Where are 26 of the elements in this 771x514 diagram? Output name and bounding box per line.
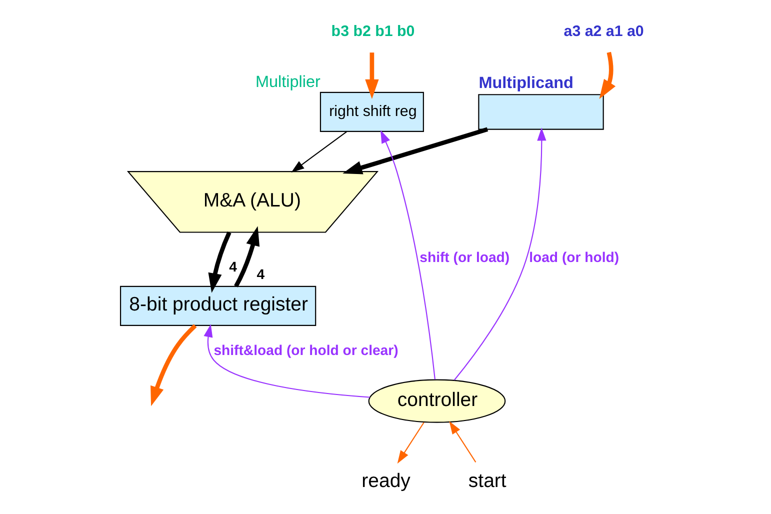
- arrow: [208, 231, 232, 292]
- edge-label: shift (or load): [420, 248, 510, 264]
- node-text: ready: [362, 469, 410, 492]
- edge-label: load (or hold): [529, 248, 620, 264]
- arrow: [365, 52, 379, 98]
- node-text: start: [468, 469, 506, 492]
- node-box: right shift reg: [320, 91, 424, 132]
- node-text: b3 b2 b1 b0: [331, 22, 415, 40]
- arrow: [599, 51, 616, 99]
- node-box: [478, 94, 604, 130]
- arrow: [397, 422, 424, 464]
- node-box: 8-bit product register: [120, 285, 316, 326]
- node-ellipse: controller: [368, 378, 506, 422]
- arrow: [234, 226, 260, 287]
- node-label: Multiplier: [255, 72, 320, 91]
- node-text: a3 a2 a1 a0: [564, 22, 644, 40]
- edge-label: shift&load (or hold or clear): [214, 342, 398, 358]
- edge-label: 4: [256, 265, 265, 282]
- arrow: [342, 126, 488, 174]
- node-label: Multiplicand: [478, 74, 574, 92]
- arrow: [449, 420, 476, 462]
- arrow: [380, 130, 436, 380]
- arrow: [291, 130, 347, 172]
- edge-label: 4: [229, 258, 237, 274]
- arrow: [204, 324, 370, 398]
- arrow: [454, 127, 546, 380]
